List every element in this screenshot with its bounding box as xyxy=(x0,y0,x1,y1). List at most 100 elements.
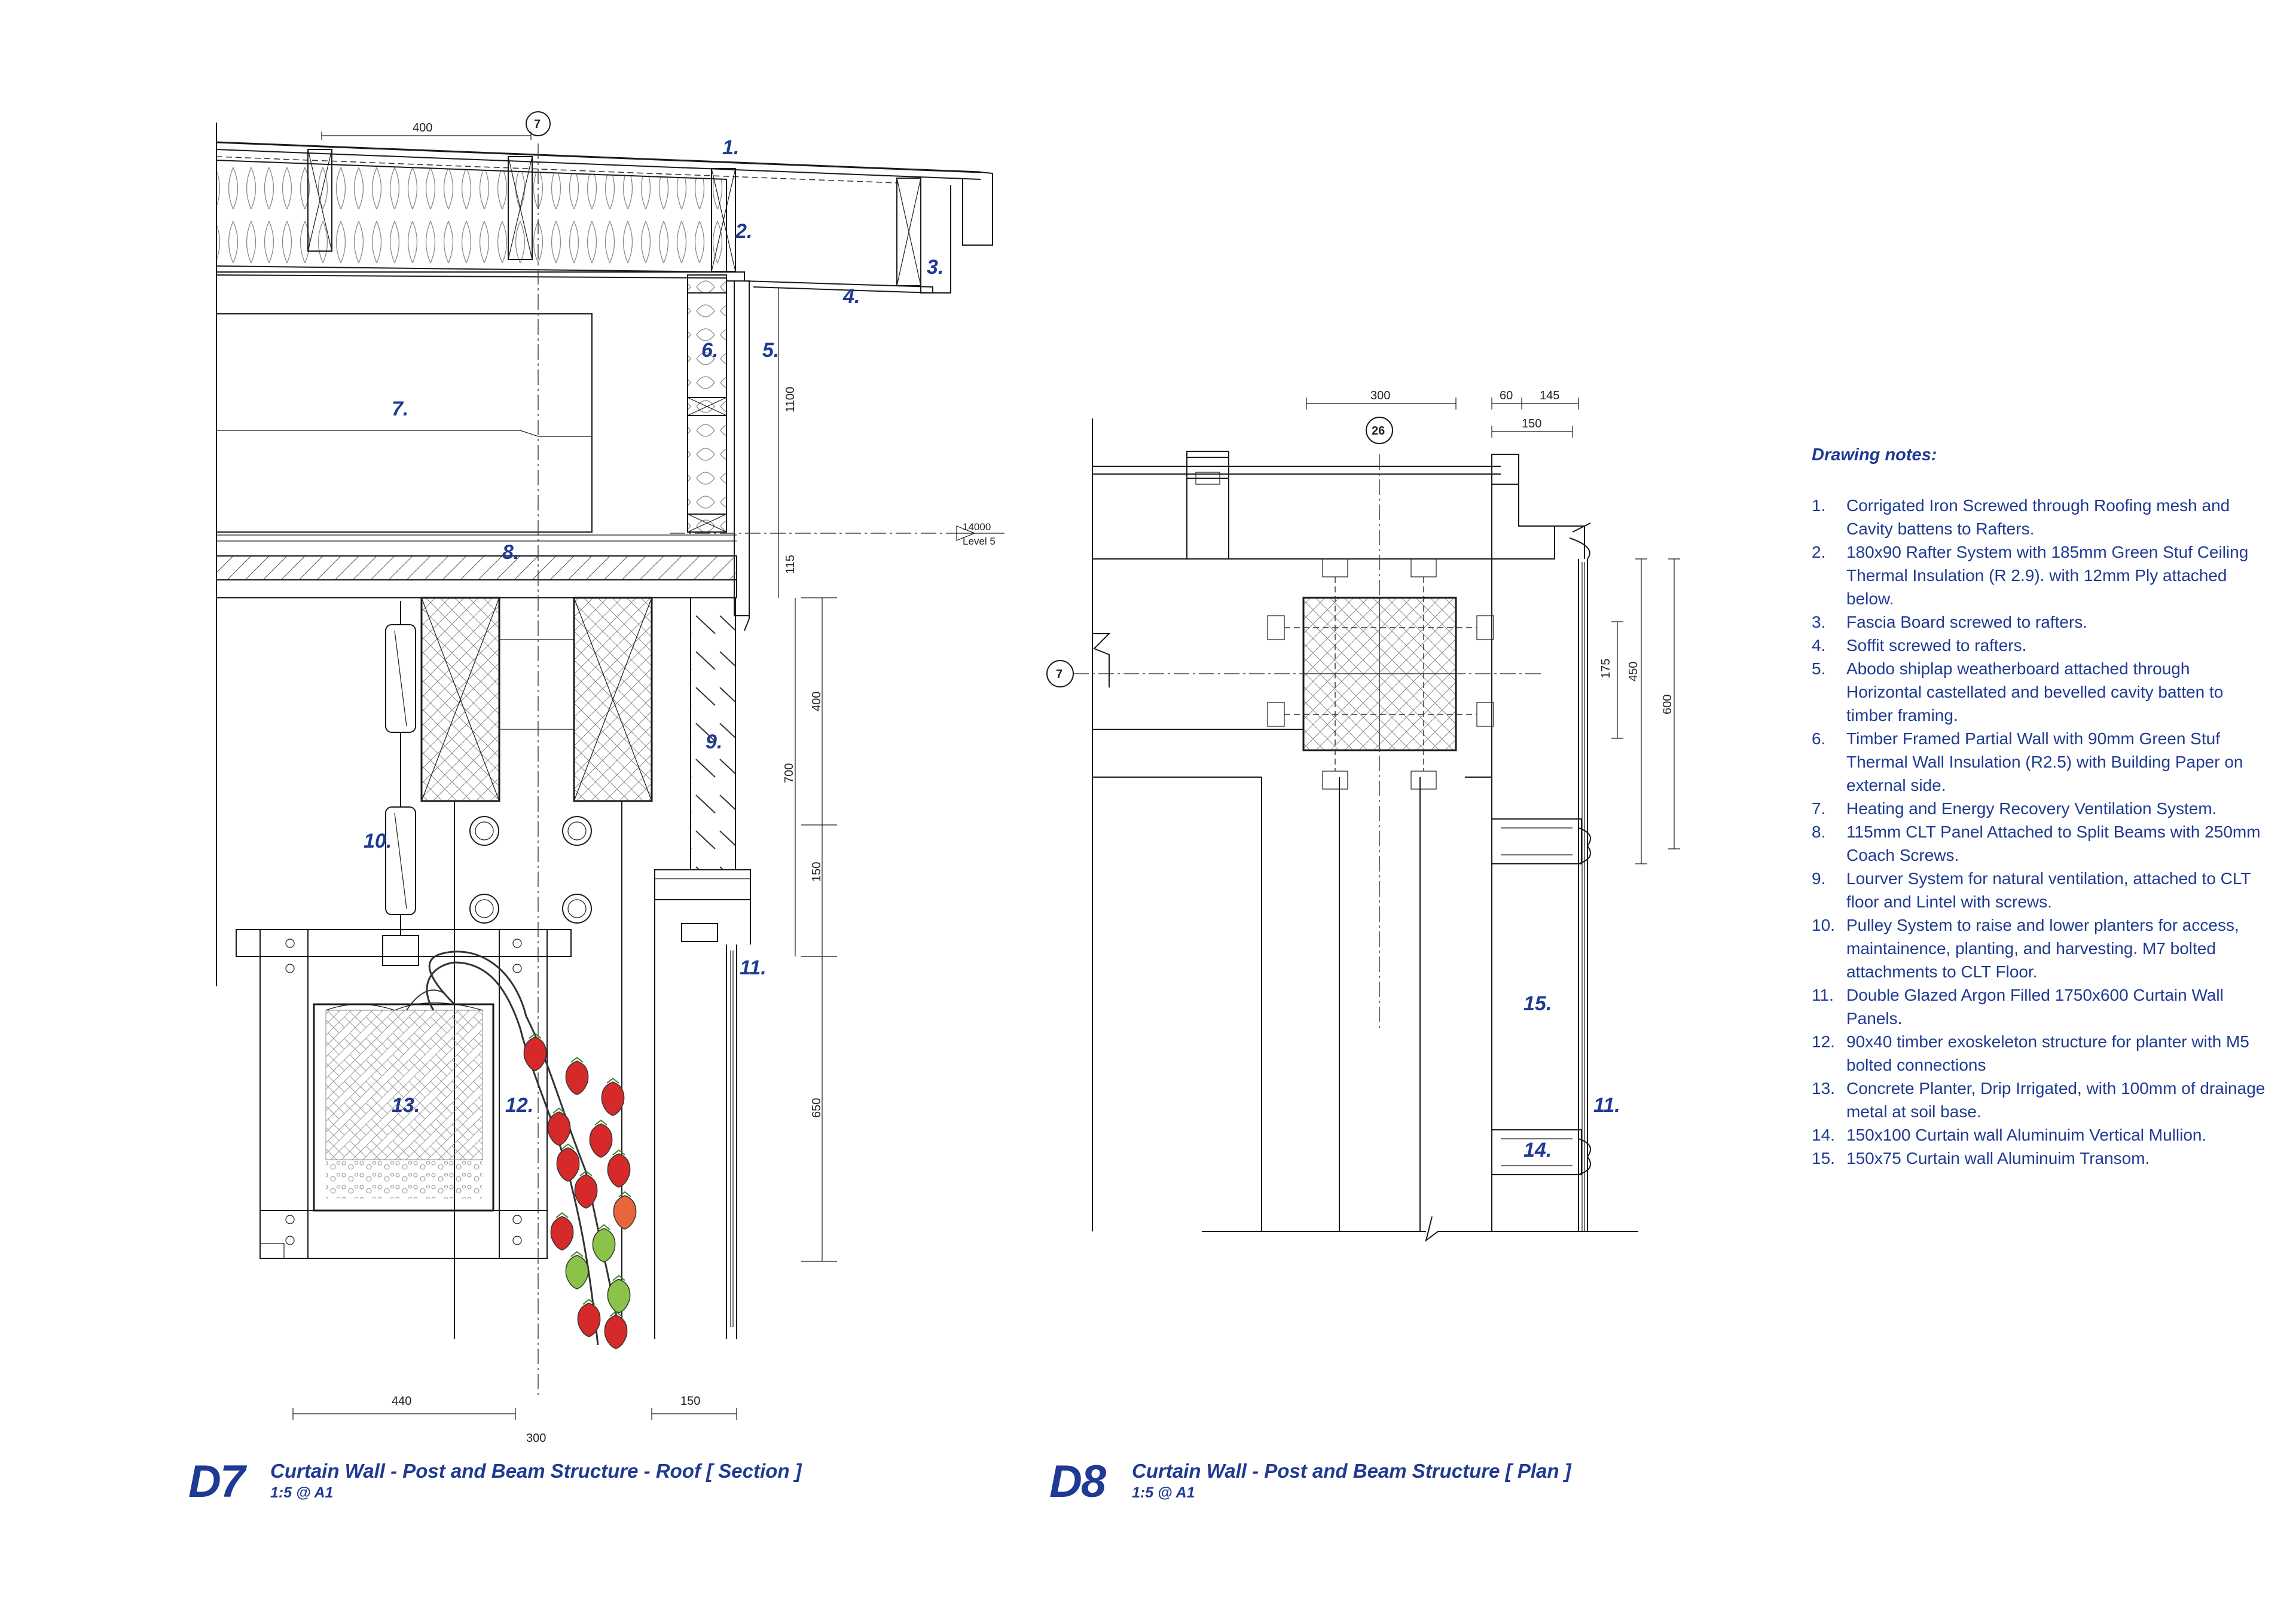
strawberry-calyx xyxy=(561,1143,575,1150)
strawberry-fruit xyxy=(574,1174,598,1209)
strawberry-fruits xyxy=(523,1032,637,1349)
dim-plan-145: 145 xyxy=(1540,389,1559,402)
strawberry-fruit xyxy=(565,1060,589,1095)
callout-3: 3. xyxy=(927,256,944,279)
drawing-note-number: 4. xyxy=(1812,636,1826,655)
drawing-note-text: Heating and Energy Recovery Ventilation … xyxy=(1846,799,2217,818)
strawberry-fruit xyxy=(613,1195,637,1230)
drawing-note-number: 2. xyxy=(1812,543,1826,561)
drawing-note-item: 13. Concrete Planter, Drip Irrigated, wit… xyxy=(1812,1077,2266,1123)
d8-grid-bubble-7 xyxy=(1046,660,1074,687)
strawberry-calyx xyxy=(529,1032,542,1039)
strawberry-calyx xyxy=(579,1170,593,1176)
strawberry-fruit xyxy=(565,1255,589,1289)
strawberry-calyx xyxy=(555,1212,569,1218)
drawing-note-text: 180x90 Rafter System with 185mm Green St… xyxy=(1846,543,2249,608)
d7-grid-label: 7 xyxy=(534,118,541,131)
d8-scale: 1:5 @ A1 xyxy=(1132,1484,1195,1501)
strawberry-fruit xyxy=(607,1153,631,1188)
dim-150-bottom: 150 xyxy=(680,1395,700,1408)
strawberry-fruit xyxy=(577,1303,601,1337)
callout-6: 6. xyxy=(701,339,718,362)
pulley-system xyxy=(382,601,419,966)
strawberry-calyx xyxy=(552,1107,566,1114)
d7-title: Curtain Wall - Post and Beam Structure -… xyxy=(270,1460,802,1482)
plan-callout-14: 14. xyxy=(1523,1139,1552,1162)
strawberry-fruit xyxy=(550,1216,574,1251)
drawing-note-text: Corrigated Iron Screwed through Roofing … xyxy=(1846,496,2230,538)
strawberry-calyx xyxy=(609,1310,622,1317)
drawing-note-item: 7. Heating and Energy Recovery Ventilatio… xyxy=(1812,797,2266,820)
drawing-note-number: 5. xyxy=(1812,659,1826,678)
strawberry-fruit xyxy=(547,1111,571,1146)
rafter-blocks xyxy=(307,149,921,286)
drawing-note-number: 1. xyxy=(1812,496,1826,515)
callout-8: 8. xyxy=(502,541,519,564)
drawing-note-item: 10.Pulley System to raise and lower plan… xyxy=(1812,913,2266,983)
d8-title-code: D8 xyxy=(1049,1456,1106,1507)
drawing-note-number: 3. xyxy=(1812,613,1826,631)
d8-grid-bubble-26 xyxy=(1366,417,1393,444)
dim-plan-600: 600 xyxy=(1661,695,1674,714)
level-name: Level 5 xyxy=(963,536,996,547)
drawing-note-number: 13. xyxy=(1812,1079,1835,1098)
callout-12: 12. xyxy=(505,1094,533,1117)
drawing-note-text: Fascia Board screwed to rafters. xyxy=(1846,613,2088,631)
d7-title-code: D7 xyxy=(188,1456,245,1507)
plan-callout-15: 15. xyxy=(1523,992,1552,1015)
drawing-note-item: 5. Abodo shiplap weatherboard attached th… xyxy=(1812,657,2266,727)
strawberry-fruit xyxy=(607,1279,631,1313)
drawing-note-item: 8.115mm CLT Panel Attached to Split Beam… xyxy=(1812,820,2266,867)
dim-plan-150: 150 xyxy=(1522,417,1541,430)
strawberry-calyx xyxy=(606,1077,619,1084)
dim-300-bottom: 300 xyxy=(526,1432,546,1445)
split-beams xyxy=(420,597,653,802)
dim-plan-175: 175 xyxy=(1599,659,1613,678)
dim-440: 440 xyxy=(392,1395,411,1408)
drawing-note-item: 14.150x100 Curtain wall Aluminuim Vertic… xyxy=(1812,1123,2266,1147)
strawberry-calyx xyxy=(612,1274,625,1281)
plan-callout-11: 11. xyxy=(1593,1094,1620,1117)
strawberry-calyx xyxy=(597,1224,610,1230)
dim-plan-60: 60 xyxy=(1500,389,1513,402)
drawing-note-text: Pulley System to raise and lower planter… xyxy=(1846,916,2239,981)
d8-title: Curtain Wall - Post and Beam Structure [… xyxy=(1132,1460,1571,1482)
drawing-note-number: 11. xyxy=(1812,986,1834,1004)
drawing-note-item: 2. 180x90 Rafter System with 185mm Green … xyxy=(1812,540,2266,610)
d8-grid-label-26: 26 xyxy=(1372,424,1385,438)
strawberry-fruit xyxy=(604,1315,628,1349)
callout-5: 5. xyxy=(762,339,779,362)
drawing-note-number: 7. xyxy=(1812,799,1826,818)
dim-1100: 1100 xyxy=(784,387,797,412)
d7-grid-bubble xyxy=(526,111,551,136)
callout-11: 11. xyxy=(740,956,767,979)
callout-10: 10. xyxy=(364,830,392,852)
drawing-note-item: 6. Timber Framed Partial Wall with 90mm G… xyxy=(1812,727,2266,797)
dim-115: 115 xyxy=(784,555,797,574)
d8-grid-label-7: 7 xyxy=(1056,668,1062,681)
strawberry-fruit xyxy=(592,1228,616,1263)
drawing-note-text: 90x40 timber exoskeleton structure for p… xyxy=(1846,1032,2249,1074)
drawing-note-text: Double Glazed Argon Filled 1750x600 Curt… xyxy=(1846,986,2224,1028)
drawing-note-item: 1. Corrigated Iron Screwed through Roofin… xyxy=(1812,494,2266,540)
drawing-note-text: Abodo shiplap weatherboard attached thro… xyxy=(1846,659,2224,725)
drawing-notes-list: 1. Corrigated Iron Screwed through Roofin… xyxy=(1812,494,2266,1170)
drawing-note-item: 9.Lourver System for natural ventilation… xyxy=(1812,867,2266,913)
d8-plan-drawing xyxy=(1073,418,1638,1242)
drawing-note-number: 14. xyxy=(1812,1126,1835,1144)
drawing-note-text: Concrete Planter, Drip Irrigated, with 1… xyxy=(1846,1079,2266,1121)
strawberry-calyx xyxy=(582,1298,596,1305)
drawing-note-number: 6. xyxy=(1812,729,1826,748)
drawing-note-item: 15.150x75 Curtain wall Aluminuim Transom… xyxy=(1812,1147,2266,1170)
drawing-note-number: 15. xyxy=(1812,1149,1835,1167)
strawberry-fruit xyxy=(523,1037,547,1071)
d7-dimensions: 400 1100 115 400 700 150 650 440 150 300 xyxy=(292,121,837,1445)
drawing-note-text: Timber Framed Partial Wall with 90mm Gre… xyxy=(1846,729,2243,794)
drawing-note-number: 9. xyxy=(1812,869,1826,888)
dim-top-400: 400 xyxy=(413,121,432,135)
callout-9: 9. xyxy=(706,730,722,753)
callout-13: 13. xyxy=(392,1094,420,1117)
drawing-notes-heading: Drawing notes: xyxy=(1812,445,1937,464)
callout-4: 4. xyxy=(842,285,860,308)
